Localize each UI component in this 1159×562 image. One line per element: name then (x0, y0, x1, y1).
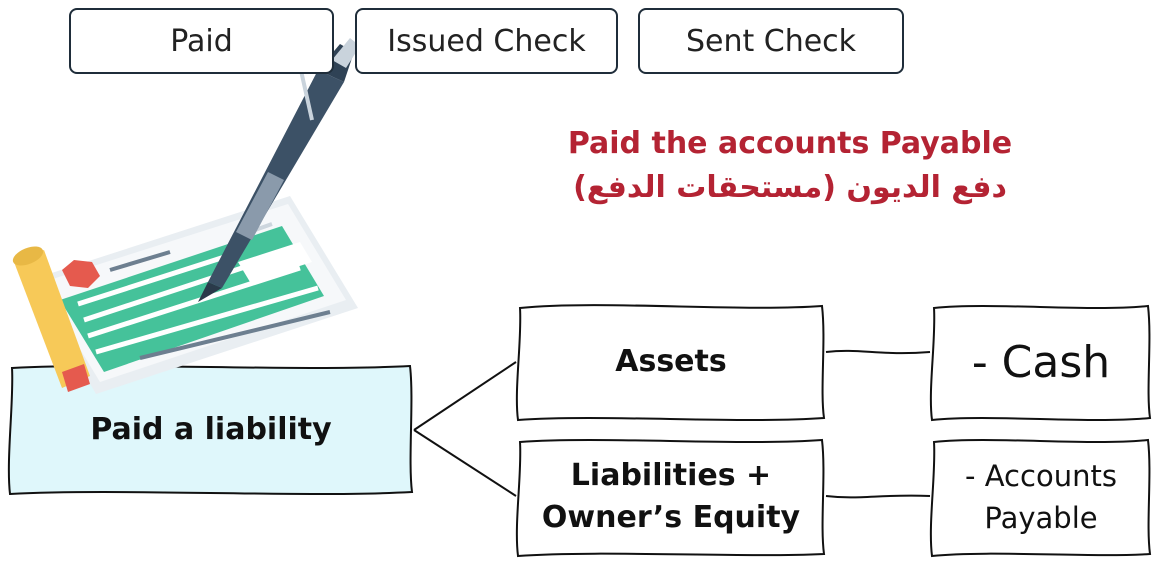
cash-box-outline (929, 304, 1152, 422)
node-accounts-payable: - Accounts Payable (930, 438, 1152, 556)
node-liabilities-owners-equity: Liabilities + Owner’s Equity (516, 438, 826, 556)
tag-issued-check-label: Issued Check (387, 23, 586, 59)
node-payable-label: Payable (984, 501, 1098, 535)
heading-english: Paid the accounts Payable (567, 126, 1013, 161)
tag-sent-check-label: Sent Check (685, 23, 857, 59)
assets-box-outline (515, 304, 826, 422)
node-accounts-label: - Accounts (965, 459, 1117, 493)
heading-arabic: دفع الديون (مستحقات الدفع) (573, 170, 1007, 205)
node-cash: - Cash (930, 304, 1152, 420)
node-paid-a-liability-label: Paid a liability (90, 412, 332, 447)
node-paid-a-liability: Paid a liability (8, 364, 414, 496)
tag-paid-label: Paid (170, 23, 233, 59)
tag-paid: Paid (69, 8, 334, 74)
tag-sent-check: Sent Check (638, 8, 904, 74)
tag-issued-check: Issued Check (355, 8, 618, 74)
ap-box-outline (929, 438, 1152, 558)
node-assets: Assets (516, 304, 826, 420)
node-cash-label: - Cash (971, 336, 1111, 388)
liab-box-outline (515, 438, 826, 558)
node-liabilities-label: Liabilities + (570, 458, 772, 493)
node-owners-equity-label: Owner’s Equity (541, 500, 801, 535)
node-assets-label: Assets (615, 344, 727, 379)
